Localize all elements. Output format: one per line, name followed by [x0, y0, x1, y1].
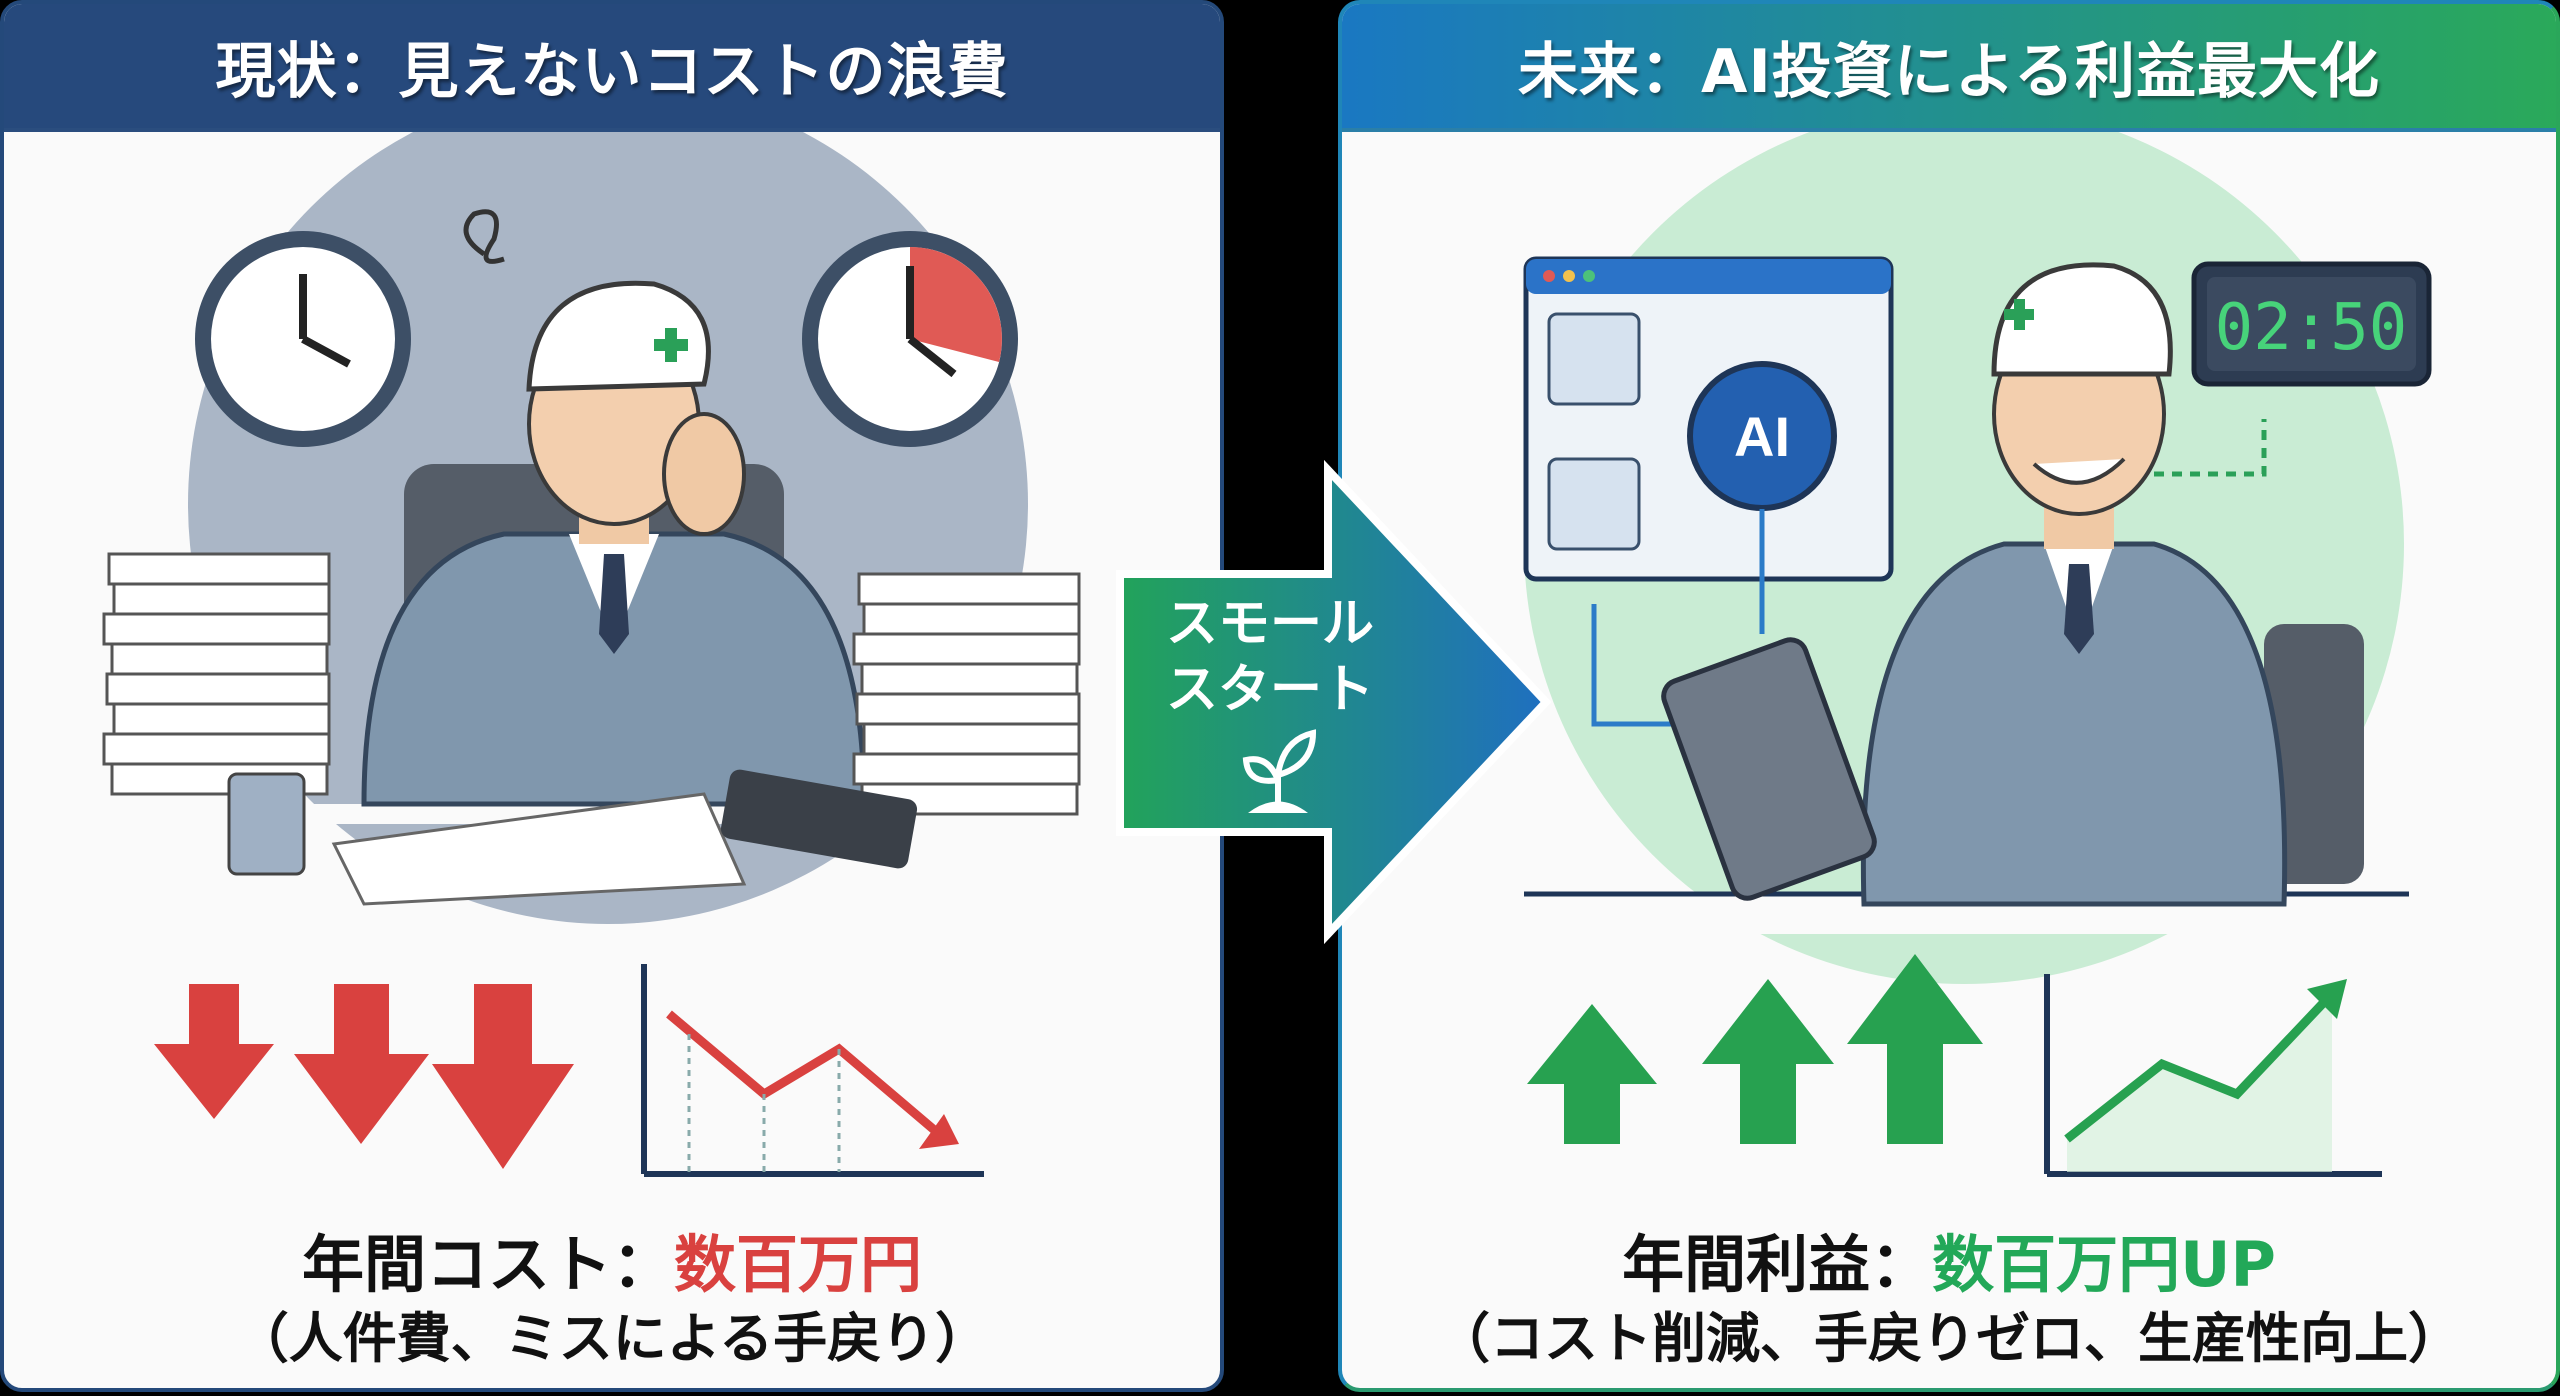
gear-icon [1547, 312, 1641, 406]
small-start-line1: スモール [1165, 594, 1374, 654]
future-state-title: 未来：AI投資による利益最大化 [1342, 4, 2556, 132]
calculator-icon [720, 769, 918, 869]
digital-clock-icon [2191, 261, 2432, 387]
tablet-icon [1661, 637, 1877, 901]
hard-hat-icon [526, 280, 711, 392]
stress-scribble-icon [463, 209, 505, 264]
sprout-icon [1242, 729, 1317, 813]
annual-profit-summary: 年間利益：数百万円UP [1342, 1214, 2556, 1304]
current-state-title: 現状：見えないコストの浪費 [4, 4, 1220, 132]
up-arrow-icon [1702, 979, 1834, 1144]
annual-profit-detail: （コスト削減、手戻りゼロ、生産性向上） [1436, 1307, 2462, 1370]
ai-gear-icon [1687, 361, 1837, 511]
small-start-line2: スタート [1165, 660, 1374, 720]
annual-profit-label: 年間利益： [1622, 1228, 1933, 1301]
annual-cost-value: 数百万円 [674, 1228, 923, 1301]
chair [2264, 624, 2364, 884]
pen-cup [227, 772, 306, 876]
wall-clock-icon [195, 231, 411, 447]
rising-chart-icon [2044, 974, 2382, 1177]
annual-cost-detail: （人件費、ミスによる手戻り） [234, 1307, 990, 1370]
paper-stack-right [852, 572, 1081, 816]
annual-profit-value: 数百万円UP [1932, 1228, 2276, 1301]
small-start-arrow [1116, 459, 1552, 945]
growth-indicators [1527, 954, 2382, 1177]
decline-indicators [154, 964, 984, 1177]
dashboard-window [1523, 256, 1894, 582]
ai-worker-illustration: AI 02:50 [1342, 132, 2556, 984]
down-arrow-icon [154, 984, 274, 1119]
deadline-clock-icon [802, 231, 1018, 447]
annual-cost-label: 年間コスト： [301, 1228, 674, 1301]
stressed-worker-illustration [4, 132, 1220, 924]
bar-chart-icon [1547, 457, 1641, 551]
declining-chart-icon [641, 964, 984, 1177]
down-arrow-icon [432, 984, 574, 1169]
spreadsheet-paper [331, 792, 747, 906]
up-arrow-icon [1847, 954, 1983, 1144]
up-arrow-icon [1527, 1004, 1657, 1144]
down-arrow-icon [294, 984, 429, 1144]
paper-stack-left [102, 552, 331, 796]
current-state-panel: 現状：見えないコストの浪費 [0, 0, 1224, 1392]
digital-clock-display: 02:50 [2215, 291, 2408, 365]
ai-badge: AI [1734, 405, 1790, 468]
annual-cost-summary: 年間コスト：数百万円 [4, 1214, 1220, 1304]
